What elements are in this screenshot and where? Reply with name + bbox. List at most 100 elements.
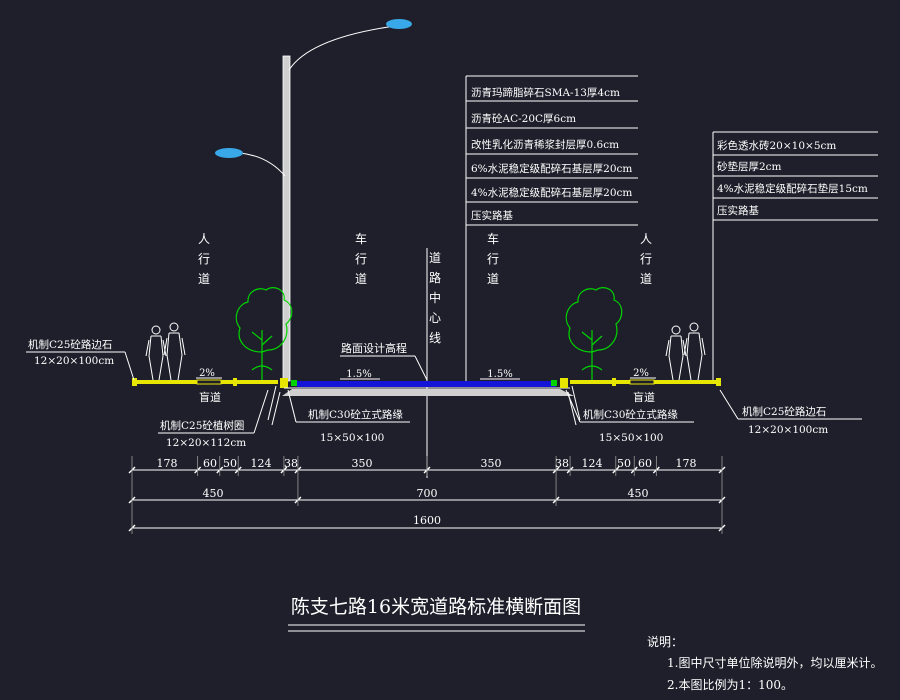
design-elevation-label: 路面设计高程 bbox=[341, 341, 407, 355]
pedestrians-right bbox=[665, 322, 706, 381]
char: 中 bbox=[429, 290, 441, 305]
dim-label: 450 bbox=[628, 487, 649, 500]
label-centerline: 道 路 中 心 线 bbox=[429, 251, 441, 345]
leader bbox=[124, 351, 135, 381]
dim-label: 124 bbox=[251, 457, 272, 470]
dim-label: 50 bbox=[617, 457, 631, 470]
callout-size: 12×20×112cm bbox=[166, 437, 246, 449]
dim-label: 350 bbox=[481, 457, 502, 470]
notes-title: 说明： bbox=[647, 634, 683, 649]
callout-size: 12×20×100cm bbox=[748, 424, 828, 436]
head bbox=[151, 325, 161, 335]
char: 人 bbox=[640, 232, 652, 246]
tree-base bbox=[251, 365, 273, 371]
callout-left-curb: 机制C25砼路边石 12×20×100cm bbox=[26, 338, 135, 381]
dim-label: 700 bbox=[417, 487, 438, 500]
title-text: 陈支七路16米宽道路标准横断面图 bbox=[291, 596, 581, 618]
head bbox=[169, 322, 179, 332]
layer-text: 4%水泥稳定级配碎石基层厚20cm bbox=[471, 186, 632, 199]
callout-tree-ring: 机制C25砼植树圈 12×20×112cm bbox=[158, 389, 269, 449]
char: 人 bbox=[198, 232, 210, 246]
callout-size: 15×50×100 bbox=[320, 432, 384, 444]
dim-row3-labels: 1600 bbox=[413, 514, 441, 527]
layer-text: 改性乳化沥青稀浆封层厚0.6cm bbox=[471, 138, 619, 151]
dim-label: 60 bbox=[203, 457, 217, 470]
dim-row2-labels: 450 700 450 bbox=[203, 487, 649, 500]
design-elevation-callout: 路面设计高程 bbox=[340, 341, 428, 381]
edge-curb-left bbox=[280, 378, 288, 388]
char: 道 bbox=[429, 251, 441, 265]
layer-text: 彩色透水砖20×10×5cm bbox=[717, 139, 836, 152]
street-lamp bbox=[215, 19, 412, 382]
char: 道 bbox=[355, 272, 367, 286]
dimension-lines: 178 60 50 124 38 350 350 38 124 50 60 17… bbox=[128, 456, 726, 534]
body bbox=[145, 335, 167, 381]
sidewalk-right-base bbox=[567, 385, 581, 426]
char: 车 bbox=[355, 231, 367, 246]
callout-right-curb: 机制C25砼路边石 12×20×100cm bbox=[719, 389, 862, 436]
layer-text: 沥青砼AC-20C厚6cm bbox=[471, 112, 576, 125]
layer-text: 压实路基 bbox=[717, 204, 759, 217]
side-layer-table: 彩色透水砖20×10×5cm 砂垫层厚2cm 4%水泥稳定级配碎石垫层15cm … bbox=[712, 131, 878, 383]
leader bbox=[565, 389, 581, 423]
callout-name: 机制C25砼植树圈 bbox=[160, 419, 244, 432]
curb-stone-right bbox=[716, 378, 721, 386]
dim-label: 60 bbox=[638, 457, 652, 470]
note-line: 1.图中尺寸单位除说明外，均以厘米计。 bbox=[667, 655, 882, 670]
char: 行 bbox=[198, 252, 210, 266]
tree-ring-right bbox=[612, 378, 616, 386]
lamp-arm-upper bbox=[288, 25, 396, 71]
body bbox=[665, 335, 687, 381]
dim-label: 124 bbox=[582, 457, 603, 470]
dim-label: 178 bbox=[157, 457, 178, 470]
leader bbox=[719, 389, 739, 420]
label-carriageway-right: 车 行 道 bbox=[487, 231, 499, 286]
tree-branch bbox=[581, 331, 603, 346]
callout-size: 12×20×100cm bbox=[34, 355, 114, 367]
layer-text: 压实路基 bbox=[471, 209, 513, 222]
head bbox=[671, 325, 681, 335]
char: 道 bbox=[198, 272, 210, 286]
char: 道 bbox=[640, 272, 652, 286]
edge-curb-right-green bbox=[551, 380, 557, 386]
label-carriageway-left: 车 行 道 bbox=[355, 231, 367, 286]
lamp-arm-lower bbox=[239, 152, 286, 177]
layer-text: 砂垫层厚2cm bbox=[717, 160, 782, 173]
tactile-label-right: 盲道 bbox=[633, 390, 655, 404]
slope-road-right: 1.5% bbox=[487, 369, 512, 380]
char: 行 bbox=[640, 252, 652, 266]
dim-label: 1600 bbox=[413, 514, 441, 527]
callout-name: 机制C25砼路边石 bbox=[742, 405, 826, 418]
tree-right bbox=[565, 287, 623, 380]
dim-label: 178 bbox=[676, 457, 697, 470]
label-sidewalk-left: 人 行 道 bbox=[198, 232, 210, 286]
layer-text: 4%水泥稳定级配碎石垫层15cm bbox=[717, 182, 868, 195]
dim-label: 50 bbox=[223, 457, 237, 470]
head bbox=[689, 322, 699, 332]
body bbox=[683, 332, 706, 381]
notes: 说明： 1.图中尺寸单位除说明外，均以厘米计。 2.本图比例为1：100。 bbox=[647, 634, 882, 692]
dim-ext bbox=[131, 456, 723, 534]
tree-crown bbox=[235, 287, 293, 353]
slope-marks: 2% 1.5% 1.5% 2% bbox=[196, 368, 656, 380]
lamp-head-lower bbox=[215, 148, 243, 158]
tactile-label-left: 盲道 bbox=[199, 390, 221, 404]
slope-road-left: 1.5% bbox=[346, 369, 371, 380]
dim-label: 38 bbox=[284, 457, 298, 470]
callout-size: 15×50×100 bbox=[599, 432, 663, 444]
edge-curb-left-green bbox=[291, 380, 297, 386]
drawing-title: 陈支七路16米宽道路标准横断面图 bbox=[288, 596, 585, 632]
callout-edge-right: 机制C30砼立式路缘 15×50×100 bbox=[565, 389, 694, 444]
layer-text: 沥青玛蹄脂碎石SMA-13厚4cm bbox=[471, 86, 620, 99]
tree-ring-left bbox=[233, 378, 237, 386]
dim-row1-labels: 178 60 50 124 38 350 350 38 124 50 60 17… bbox=[157, 457, 697, 470]
body bbox=[163, 332, 186, 381]
center-layer-table: 沥青玛蹄脂碎石SMA-13厚4cm 沥青砼AC-20C厚6cm 改性乳化沥青稀浆… bbox=[465, 75, 638, 384]
tree-crown bbox=[565, 287, 623, 353]
dim-label: 450 bbox=[203, 487, 224, 500]
callout-name: 机制C25砼路边石 bbox=[28, 338, 112, 351]
note-line: 2.本图比例为1：100。 bbox=[667, 678, 793, 692]
curb-stone-left bbox=[132, 378, 137, 386]
pavement-surface bbox=[297, 381, 556, 387]
